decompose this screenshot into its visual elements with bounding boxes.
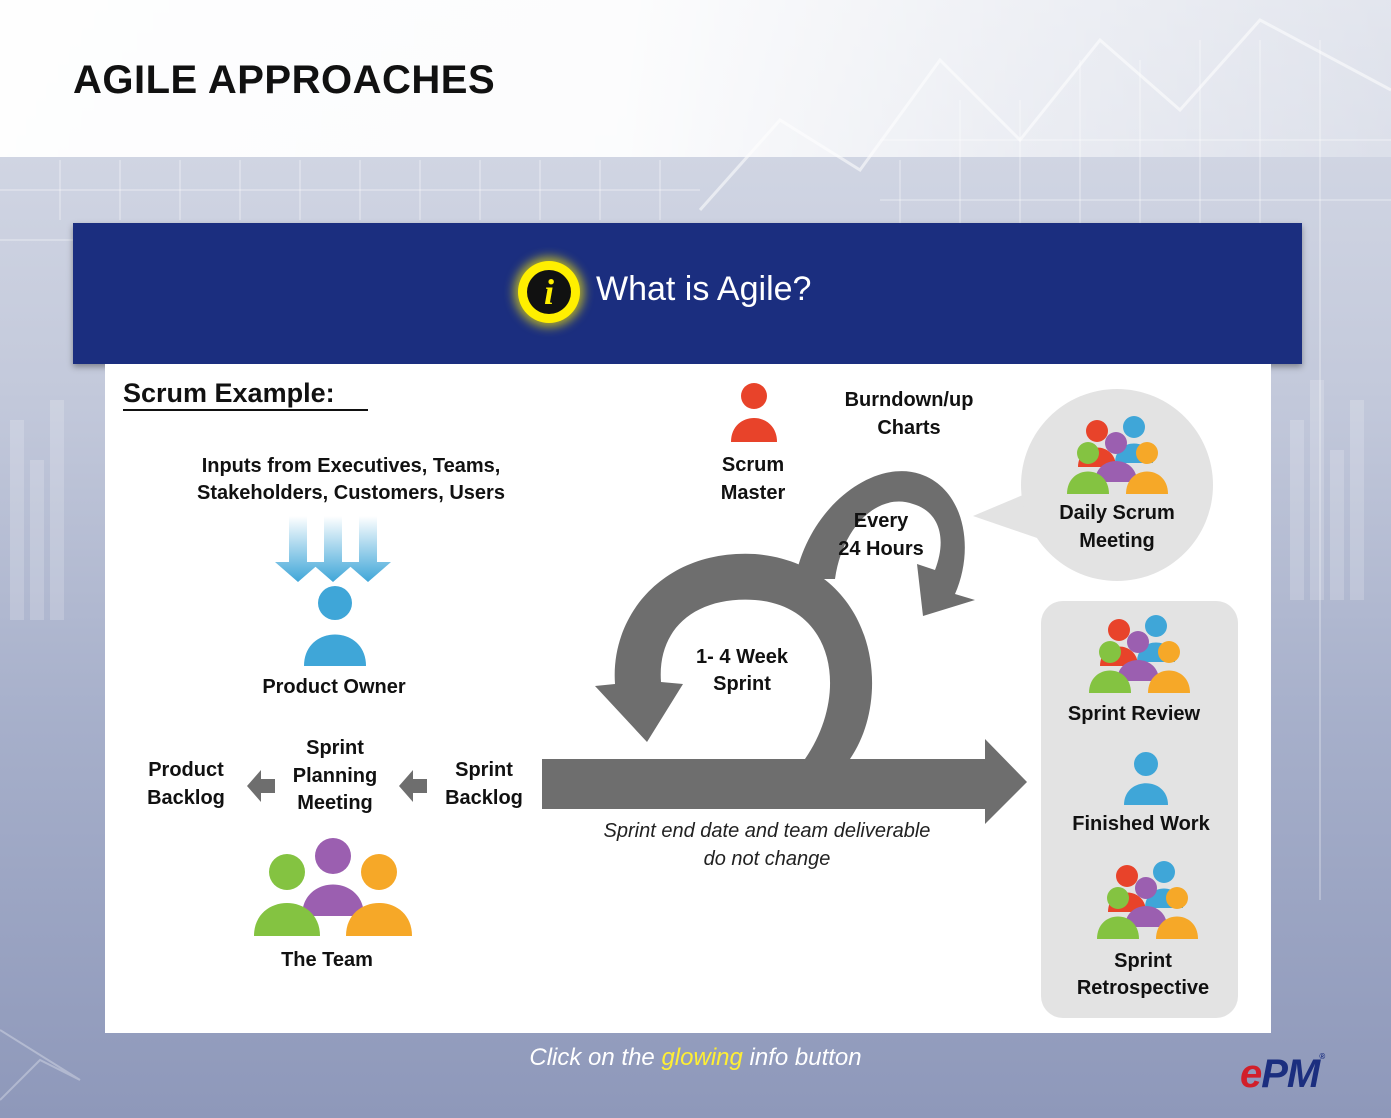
daily-scrum-group-icon <box>1067 416 1168 494</box>
daily-scrum-line-1: Daily Scrum <box>1059 502 1175 524</box>
footer-hint: Click on the glowing info button <box>0 1044 1391 1072</box>
inputs-line-2: Stakeholders, Customers, Users <box>197 482 505 504</box>
logo-mark: ® <box>1319 1052 1325 1061</box>
sprint-backlog-line-1: Sprint <box>455 759 513 781</box>
info-icon: i <box>527 270 571 314</box>
the-team-label: The Team <box>281 949 373 971</box>
footer-hint-glow: glowing <box>661 1044 743 1071</box>
logo-e: e <box>1240 1052 1262 1096</box>
product-owner-label: Product Owner <box>262 676 406 698</box>
scrum-master-line-2: Master <box>721 482 786 504</box>
team-group-icon <box>254 838 412 936</box>
outputs-panel <box>1041 601 1238 1018</box>
product-owner-icon <box>304 586 366 666</box>
inputs-line-1: Inputs from Executives, Teams, <box>202 455 501 477</box>
note-line-1: Sprint end date and team deliverable <box>604 820 931 842</box>
scrum-heading: Scrum Example: <box>123 378 335 408</box>
sprint-retro-line-1: Sprint <box>1114 950 1172 972</box>
scrum-diagram-card: Scrum Example: Inputs from Executives, T… <box>105 364 1271 1033</box>
daily-scrum-line-2: Meeting <box>1079 530 1155 552</box>
epm-logo: ePM® <box>1240 1052 1325 1097</box>
every-24-line-2: 24 Hours <box>838 538 924 560</box>
footer-hint-before: Click on the <box>529 1044 662 1071</box>
burndown-line-2: Charts <box>877 417 940 439</box>
product-backlog-line-2: Backlog <box>147 787 225 809</box>
sprint-review-label: Sprint Review <box>1068 703 1201 725</box>
sprint-backlog-line-2: Backlog <box>445 787 523 809</box>
daily-scrum-bubble <box>973 389 1213 581</box>
info-panel: i What is Agile? <box>73 223 1302 364</box>
scrum-master-line-1: Scrum <box>722 454 784 476</box>
scrum-diagram: Scrum Example: Inputs from Executives, T… <box>123 378 1238 1018</box>
sprint-retro-line-2: Retrospective <box>1077 977 1209 999</box>
page-title: AGILE APPROACHES <box>73 58 496 102</box>
sprint-length-line-2: Sprint <box>713 673 771 695</box>
finished-work-icon <box>1124 752 1168 805</box>
burndown-line-1: Burndown/up <box>845 389 974 411</box>
sprint-planning-line-3: Meeting <box>297 792 373 814</box>
arrow-to-product-backlog-icon <box>247 770 275 802</box>
sprint-planning-line-1: Sprint <box>306 737 364 759</box>
sprint-planning-line-2: Planning <box>293 765 377 787</box>
scrum-master-icon <box>731 383 777 442</box>
sprint-review-group-icon <box>1089 615 1190 693</box>
logo-pm: PM <box>1261 1052 1320 1096</box>
every-24-line-1: Every <box>854 510 909 532</box>
info-question: What is Agile? <box>596 270 812 308</box>
input-arrows-icon <box>275 516 391 582</box>
footer-hint-after: info button <box>742 1044 862 1071</box>
sprint-retro-group-icon <box>1097 861 1198 939</box>
arrow-to-sprint-planning-icon <box>399 770 427 802</box>
sprint-length-line-1: 1- 4 Week <box>696 646 789 668</box>
header-band <box>0 0 1391 157</box>
note-line-2: do not change <box>704 848 831 870</box>
sprint-cycle-arrow-icon <box>542 471 1027 824</box>
info-button[interactable]: i <box>518 261 580 323</box>
finished-work-label: Finished Work <box>1072 813 1210 835</box>
product-backlog-line-1: Product <box>148 759 224 781</box>
